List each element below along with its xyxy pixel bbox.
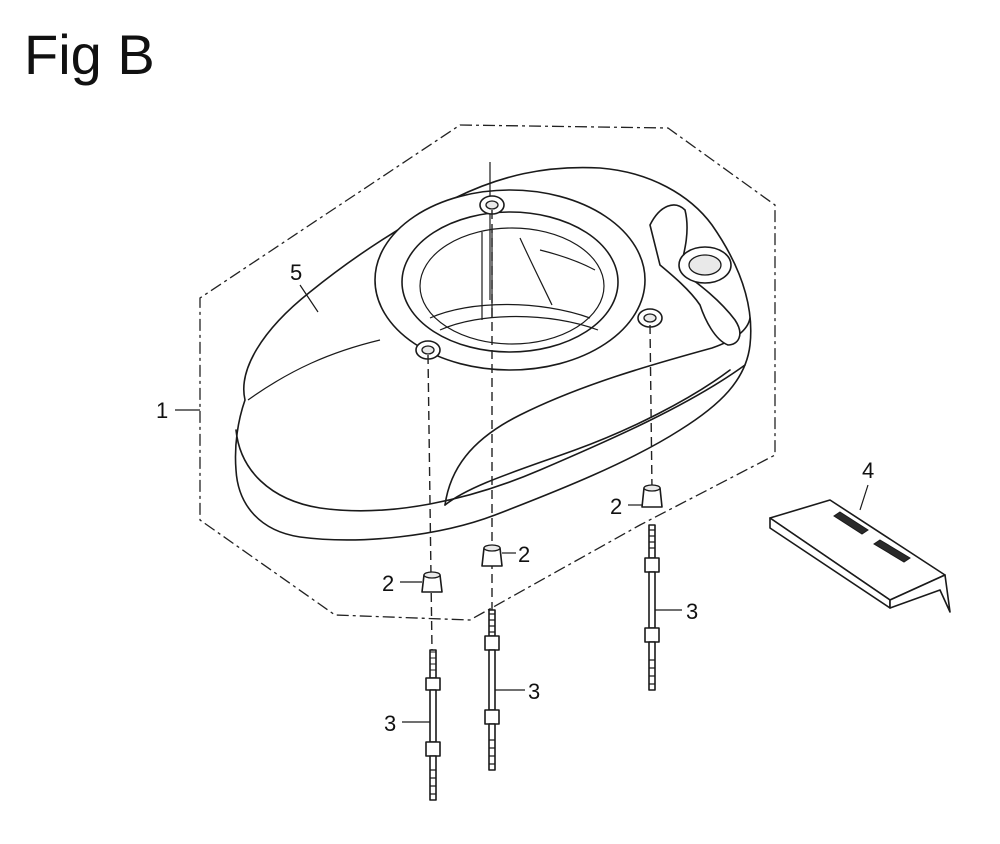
- oil-spout: [649, 204, 741, 346]
- callout-3-left: 3: [384, 711, 396, 736]
- callout-5: 5: [290, 260, 302, 285]
- collar-center: [481, 544, 503, 567]
- leader-4: [859, 484, 869, 511]
- callout-3-center: 3: [528, 679, 540, 704]
- assembly-boundary: [199, 124, 776, 621]
- label-plate: [769, 499, 951, 613]
- collar-left: [421, 571, 443, 593]
- callout-2-right: 2: [610, 494, 622, 519]
- alignment-line-left: [427, 354, 433, 651]
- leader-5: [299, 284, 319, 313]
- callout-2-left: 2: [382, 571, 394, 596]
- callout-1: 1: [156, 398, 168, 423]
- callout-3-right: 3: [686, 599, 698, 624]
- stud-right: [644, 524, 660, 691]
- intake-ring: [374, 189, 646, 371]
- figure-title: Fig B: [24, 23, 155, 86]
- callout-4: 4: [862, 458, 874, 483]
- collar-right: [641, 484, 663, 508]
- stud-center: [484, 609, 500, 771]
- stud-left: [425, 649, 441, 801]
- callout-2-center: 2: [518, 542, 530, 567]
